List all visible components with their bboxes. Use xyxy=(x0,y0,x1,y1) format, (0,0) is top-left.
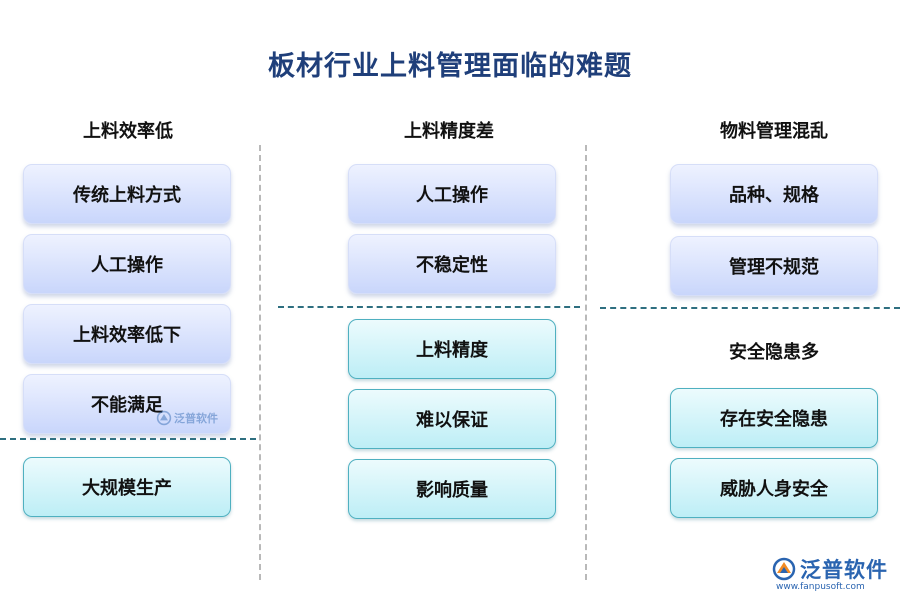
column-heading-precision: 上料精度差 xyxy=(404,121,494,142)
issue-box: 人工操作 xyxy=(348,164,556,224)
watermark: 泛普软件 xyxy=(156,410,218,426)
issue-box: 大规模生产 xyxy=(23,457,231,517)
brand-url: www.fanpusoft.com xyxy=(776,582,865,592)
issue-box: 人工操作 xyxy=(23,234,231,294)
issue-box: 存在安全隐患 xyxy=(670,388,878,448)
column-heading-material: 物料管理混乱 xyxy=(720,121,828,142)
section-divider xyxy=(600,307,900,309)
issue-box: 威胁人身安全 xyxy=(670,458,878,518)
issue-box: 管理不规范 xyxy=(670,236,878,296)
sub-heading-safety: 安全隐患多 xyxy=(729,342,819,363)
column-divider xyxy=(585,145,587,580)
issue-box: 品种、规格 xyxy=(670,164,878,224)
issue-box: 影响质量 xyxy=(348,459,556,519)
column-divider xyxy=(259,145,261,580)
issue-box: 上料效率低下 xyxy=(23,304,231,364)
brand-name: 泛普软件 xyxy=(800,558,888,582)
section-divider xyxy=(0,438,256,440)
watermark-text: 泛普软件 xyxy=(174,412,218,425)
issue-box: 难以保证 xyxy=(348,389,556,449)
fanpu-logo-icon xyxy=(772,557,796,581)
brand-logo: 泛普软件 xyxy=(771,554,888,584)
page-title: 板材行业上料管理面临的难题 xyxy=(268,51,632,82)
issue-box: 传统上料方式 xyxy=(23,164,231,224)
fanpu-logo-icon xyxy=(156,410,172,426)
issue-box: 不稳定性 xyxy=(348,234,556,294)
issue-box: 上料精度 xyxy=(348,319,556,379)
column-heading-efficiency: 上料效率低 xyxy=(83,121,173,142)
section-divider xyxy=(278,306,580,308)
issue-box: 不能满足 xyxy=(23,374,231,434)
